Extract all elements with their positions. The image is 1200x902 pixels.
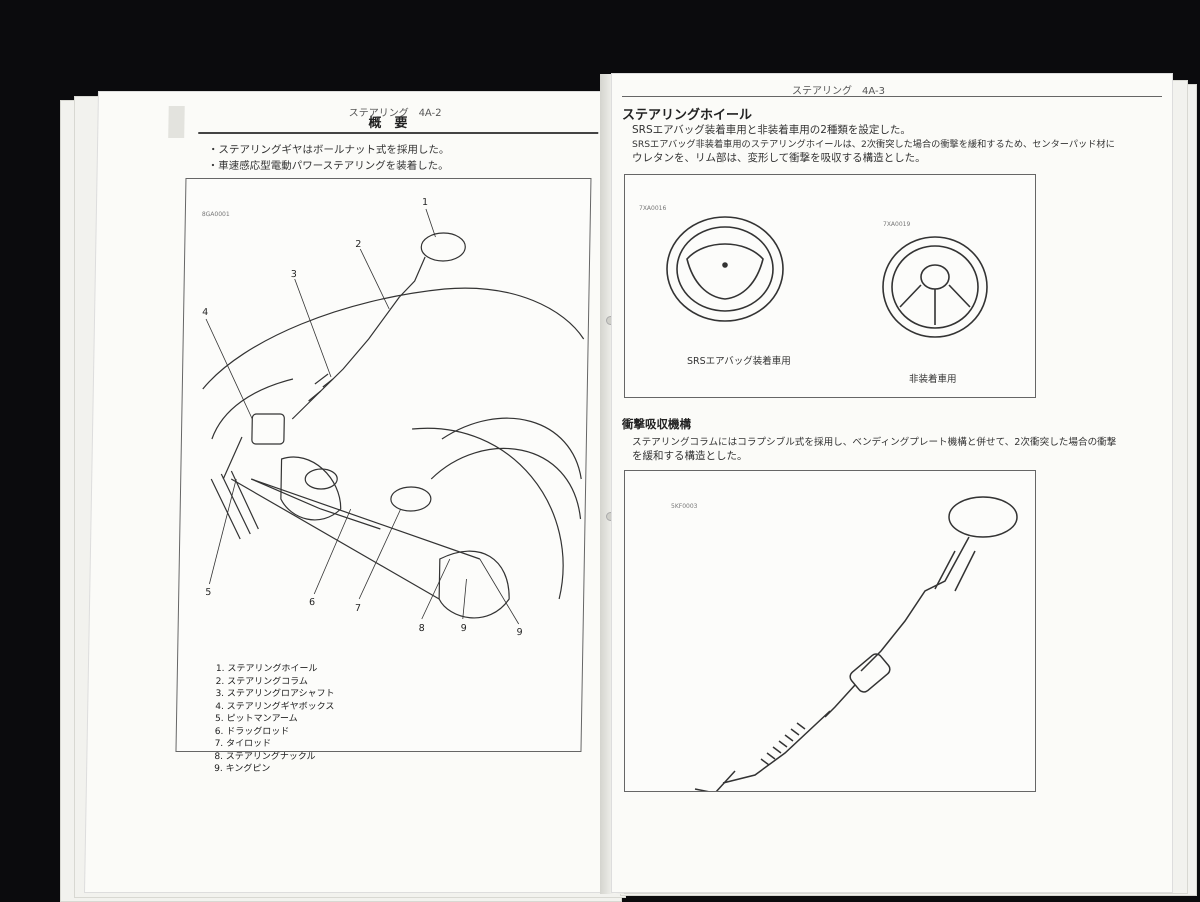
- fig1-code-a: 7XA0016: [639, 205, 667, 212]
- wheel-label-non-srs: 非装着車用: [909, 374, 957, 385]
- callout-8: 8: [418, 623, 425, 634]
- legend-item-5: 5. ピットマンアーム: [214, 714, 298, 724]
- steering-system-figure: 8GA0001: [175, 178, 592, 774]
- right-section1-line-1: SRSエアバッグ装着車用と非装着車用の2種類を設定した。: [632, 124, 911, 136]
- callout-1: 1: [421, 197, 429, 208]
- left-title-rule: [198, 132, 599, 134]
- legend-item-3: 3. ステアリングロアシャフト: [215, 689, 335, 699]
- fig1-code-b: 7XA0019: [883, 221, 911, 228]
- callout-6: 6: [308, 597, 316, 608]
- right-section1-line-2: SRSエアバッグ非装着車用のステアリングホイールは、2次衝突した場合の衝撃を緩和…: [632, 139, 1115, 150]
- fig2-code: 5KF0003: [671, 503, 698, 510]
- steering-column-diagram: [694, 496, 1018, 791]
- right-header-rule: [622, 96, 1162, 97]
- left-intro-line-1: ・ステアリングギヤはボールナット式を採用した。: [207, 144, 450, 156]
- callout-2: 2: [355, 239, 362, 250]
- right-section2-line-2: を緩和する構造とした。: [632, 450, 748, 462]
- steering-wheels-diagram: [666, 216, 988, 338]
- callout-9a: 9: [460, 623, 467, 634]
- parts-legend: 1. ステアリングホイール 2. ステアリングコラム 3. ステアリングロアシャ…: [214, 663, 335, 776]
- right-section2-line-1: ステアリングコラムにはコラプシブル式を採用し、ベンディングプレート機構と併せて、…: [632, 437, 1117, 448]
- legend-item-4: 4. ステアリングギヤボックス: [215, 701, 335, 712]
- legend-item-8: 8. ステアリングナックル: [214, 751, 316, 762]
- callout-9b: 9: [516, 627, 523, 638]
- right-section1-line-3: ウレタンを、リム部は、変形して衝撃を吸収する構造とした。: [632, 152, 926, 164]
- left-page-tab-marker: [168, 106, 185, 138]
- right-section2-title: 衝撃吸収機構: [622, 417, 691, 431]
- legend-item-9: 9. キングピン: [214, 764, 271, 774]
- callout-4: 4: [202, 307, 209, 318]
- left-section-title: 概 要: [368, 116, 408, 131]
- legend-item-1: 1. ステアリングホイール: [215, 664, 318, 674]
- callout-7: 7: [354, 603, 362, 614]
- steering-system-diagram: [202, 208, 585, 625]
- legend-item-7: 7. タイロッド: [214, 739, 272, 749]
- legend-item-2: 2. ステアリングコラム: [215, 676, 308, 687]
- legend-item-6: 6. ドラッグロッド: [214, 726, 290, 737]
- wheel-label-srs: SRSエアバッグ装着車用: [687, 356, 791, 367]
- callout-3: 3: [290, 269, 297, 280]
- right-page-header: ステアリング 4A-3: [792, 86, 885, 97]
- left-page: ステアリング 4A-2 概 要 ・ステアリングギヤはボールナット式を採用した。 …: [85, 92, 619, 892]
- steering-wheel-figure: 7XA0016 7XA0019 SRSエアバッグ装着車用 非装着車用: [624, 174, 1036, 398]
- shock-absorbing-figure: 5KF0003: [624, 470, 1036, 792]
- left-intro-line-2: ・車速感応型電動パワーステアリングを装着した。: [207, 160, 449, 172]
- right-page: ステアリング 4A-3 ステアリングホイール SRSエアバッグ装着車用と非装着車…: [612, 74, 1172, 892]
- right-section1-title: ステアリングホイール: [622, 108, 753, 123]
- callout-5: 5: [205, 587, 212, 598]
